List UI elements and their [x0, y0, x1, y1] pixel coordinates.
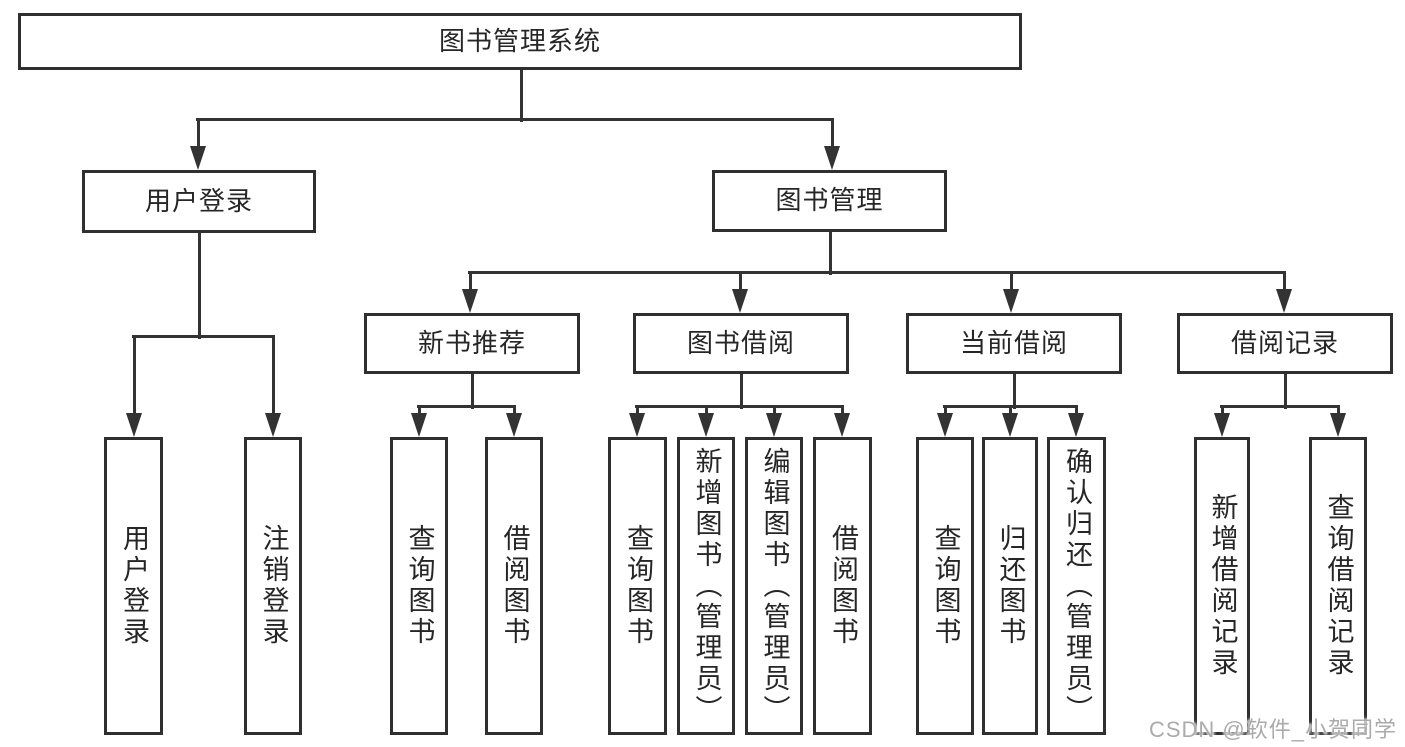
leaf-query-books: 查询图书: [608, 437, 667, 735]
node-borrowing-records: 借阅记录: [1177, 313, 1393, 374]
connector-arrow-shaft: [841, 406, 844, 417]
connector-arrow-shaft: [469, 272, 472, 293]
connector-section-stem: [471, 374, 474, 409]
connector-root-rail: [196, 118, 834, 121]
arrowhead-down-icon: [506, 413, 522, 437]
leaf-borrow-books: 借阅图书: [813, 437, 872, 735]
connector-arrow-shaft: [831, 119, 834, 150]
connector-arrow-shaft: [1221, 406, 1224, 417]
connector-login-rail: [132, 335, 275, 338]
connector-arrow-shaft: [636, 406, 639, 417]
leaf-query-books: 查询图书: [916, 437, 974, 735]
arrowhead-down-icon: [265, 413, 281, 437]
connector-section-rail: [1220, 405, 1340, 408]
connector-mgmt-rail: [468, 271, 1286, 274]
connector-section-rail: [635, 405, 844, 408]
node-book-management: 图书管理: [712, 170, 947, 232]
connector-arrow-shaft: [1283, 272, 1286, 293]
arrowhead-down-icon: [629, 413, 645, 437]
connector-arrow-shaft: [1075, 406, 1078, 417]
connector-arrow-shaft: [272, 336, 275, 417]
arrowhead-down-icon: [462, 289, 478, 313]
connector-arrow-shaft: [197, 119, 200, 150]
connector-arrow-shaft: [1010, 272, 1013, 293]
connector-arrow-shaft: [705, 406, 708, 417]
connector-arrow-shaft: [133, 336, 136, 417]
connector-section-stem: [1284, 374, 1287, 409]
connector-arrow-shaft: [1009, 406, 1012, 417]
node-book-borrowing: 图书借阅: [633, 313, 849, 374]
arrowhead-down-icon: [1002, 413, 1018, 437]
arrowhead-down-icon: [1276, 289, 1292, 313]
leaf-add-borrow-record: 新增借阅记录: [1194, 437, 1250, 735]
node-new-book-recommendation: 新书推荐: [364, 313, 580, 374]
arrowhead-down-icon: [824, 146, 840, 170]
leaf-return-books: 归还图书: [982, 437, 1038, 735]
connector-arrow-shaft: [513, 406, 516, 417]
leaf-borrow-books: 借阅图书: [485, 437, 543, 735]
arrowhead-down-icon: [766, 413, 782, 437]
connector-arrow-shaft: [418, 406, 421, 417]
leaf-logout: 注销登录: [244, 437, 302, 735]
arrowhead-down-icon: [732, 289, 748, 313]
connector-arrow-shaft: [944, 406, 947, 417]
connector-root-stem: [520, 70, 523, 122]
node-library-management-system: 图书管理系统: [18, 13, 1022, 70]
connector-arrow-shaft: [739, 272, 742, 293]
csdn-watermark: CSDN @软件_小贺同学: [1148, 717, 1397, 742]
connector-arrow-shaft: [773, 406, 776, 417]
node-current-borrowing: 当前借阅: [906, 313, 1122, 374]
leaf-query-books: 查询图书: [390, 437, 448, 735]
arrowhead-down-icon: [411, 413, 427, 437]
connector-section-stem: [740, 374, 743, 409]
connector-arrow-shaft: [1337, 406, 1340, 417]
arrowhead-down-icon: [190, 146, 206, 170]
arrowhead-down-icon: [126, 413, 142, 437]
leaf-confirm-return-admin: 确认归还（管理员）: [1047, 437, 1106, 735]
arrowhead-down-icon: [1330, 413, 1346, 437]
leaf-add-books-admin: 新增图书（管理员）: [677, 437, 735, 735]
leaf-edit-books-admin: 编辑图书（管理员）: [745, 437, 803, 735]
arrowhead-down-icon: [834, 413, 850, 437]
arrowhead-down-icon: [1214, 413, 1230, 437]
leaf-user-login: 用户登录: [104, 437, 163, 735]
connector-section-rail: [417, 405, 516, 408]
connector-mgmt-stem: [829, 232, 832, 275]
connector-login-stem: [198, 233, 201, 339]
arrowhead-down-icon: [1003, 289, 1019, 313]
connector-section-stem: [1013, 374, 1016, 409]
leaf-query-borrow-record: 查询借阅记录: [1309, 437, 1367, 735]
arrowhead-down-icon: [1068, 413, 1084, 437]
arrowhead-down-icon: [937, 413, 953, 437]
node-user-login: 用户登录: [82, 170, 316, 233]
arrowhead-down-icon: [698, 413, 714, 437]
